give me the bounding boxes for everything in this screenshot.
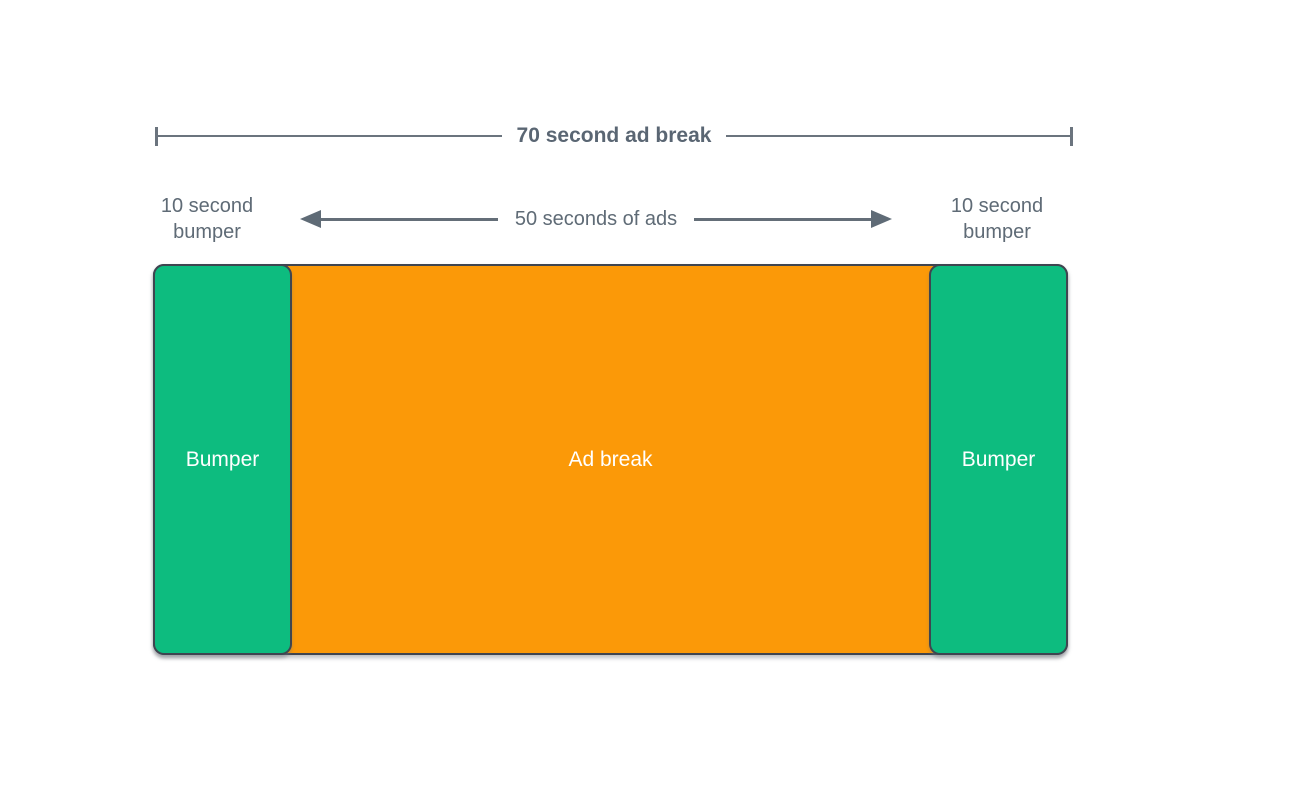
arrow-right-line bbox=[694, 217, 871, 221]
ads-duration-label: 50 seconds of ads bbox=[514, 207, 678, 230]
arrow-left-head-icon bbox=[300, 210, 321, 228]
bracket-right-tick bbox=[1070, 126, 1073, 146]
right-bumper-duration-line1: 10 second bbox=[950, 195, 1044, 217]
arrow-right-head-icon bbox=[871, 210, 892, 228]
left-bumper-duration-line2: bumper bbox=[173, 221, 241, 243]
right-bumper-block: Bumper bbox=[929, 264, 1068, 655]
right-bumper-duration-line2: bumper bbox=[963, 221, 1031, 243]
bracket-left-tick bbox=[155, 126, 158, 146]
bracket-right-line bbox=[726, 135, 1070, 137]
timeline-blocks: Ad break Bumper Bumper bbox=[153, 264, 1068, 655]
ad-break-block-label: Ad break bbox=[568, 447, 653, 471]
left-bumper-block-label: Bumper bbox=[185, 447, 260, 471]
left-bumper-block: Bumper bbox=[153, 264, 292, 655]
ad-break-block: Ad break bbox=[153, 264, 1068, 655]
right-bumper-block-label: Bumper bbox=[961, 447, 1036, 471]
arrow-left-line bbox=[321, 217, 498, 221]
bracket-left-line bbox=[158, 135, 502, 137]
total-duration-bracket: 70 second ad break bbox=[155, 124, 1073, 147]
ads-duration-arrow: 50 seconds of ads bbox=[300, 206, 892, 232]
left-bumper-duration-label: 10 second bumper bbox=[127, 193, 287, 245]
left-bumper-duration-line1: 10 second bbox=[160, 195, 254, 217]
right-bumper-duration-label: 10 second bumper bbox=[917, 193, 1077, 245]
total-duration-label: 70 second ad break bbox=[516, 124, 712, 147]
